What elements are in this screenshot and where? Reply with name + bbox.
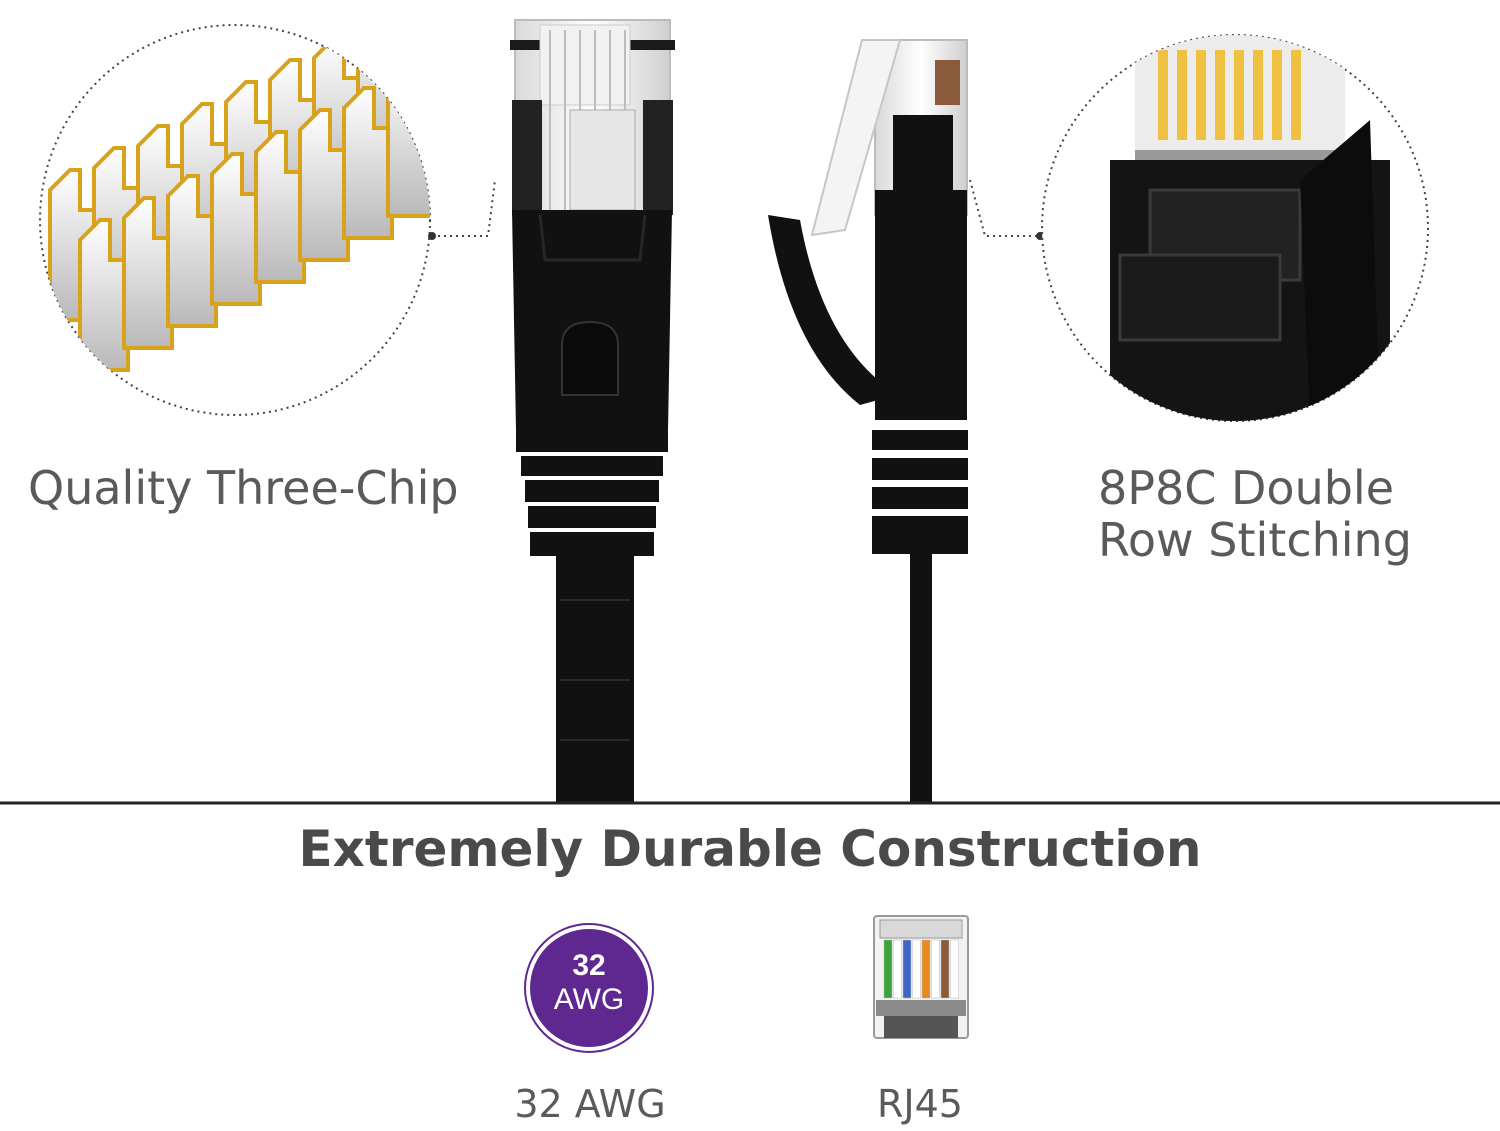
awg-badge-unit: AWG [553, 983, 625, 1016]
callout-quality-three-chip: Quality Three-Chip [28, 461, 459, 515]
headline: Extremely Durable Construction [298, 820, 1202, 878]
rj45-connector-side [768, 39, 968, 804]
three-chip-closeup [39, 24, 431, 416]
double-row-stitching-closeup [1041, 34, 1429, 422]
callout-line-2: Row Stitching [1098, 513, 1412, 567]
rj45-icon [873, 915, 969, 1039]
awg-badge-icon: 32 AWG [530, 929, 648, 1047]
awg-badge-number: 32 [572, 949, 606, 982]
rj45-label: RJ45 [877, 1082, 963, 1126]
callout-line-1: 8P8C Double [1098, 461, 1395, 515]
awg-label: 32 AWG [514, 1082, 666, 1126]
callout-double-row-stitching: 8P8C Double Row Stitching [1098, 462, 1412, 566]
rj45-connector-front [510, 19, 675, 804]
